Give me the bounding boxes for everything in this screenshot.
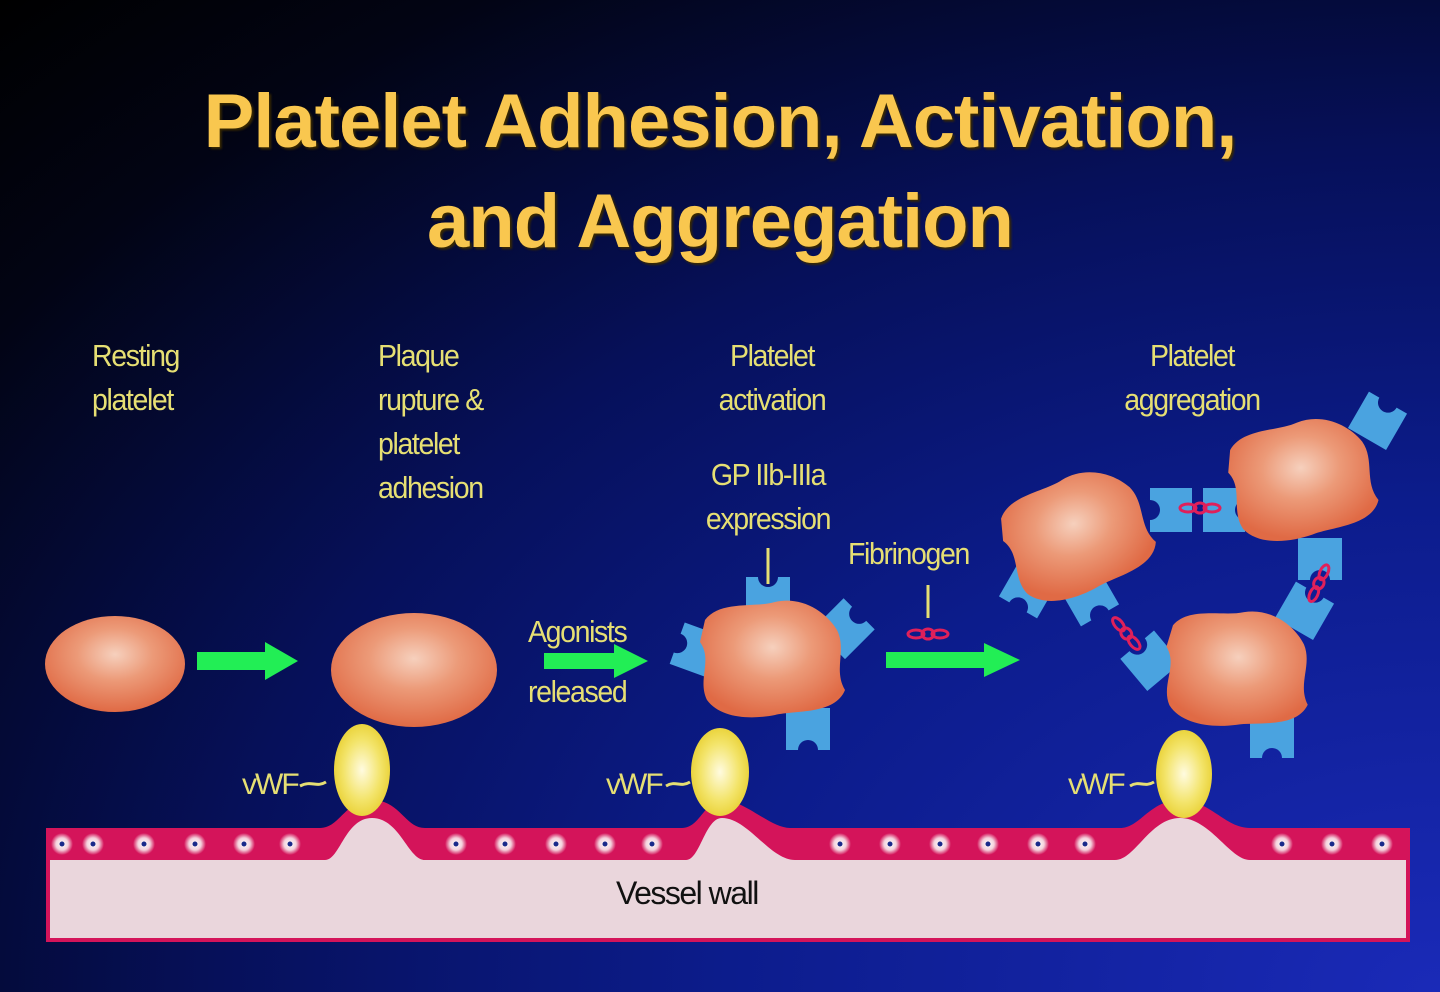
vwf-label-3: vWF xyxy=(1068,768,1126,801)
vwf-molecule xyxy=(334,724,390,816)
released-label: released xyxy=(528,674,628,709)
activated-platelet xyxy=(669,577,875,816)
vessel-wall-label: Vessel wall xyxy=(616,875,759,911)
vwf-label-1: vWF xyxy=(242,768,300,801)
arrow-icon xyxy=(886,643,1020,677)
platelet-aggregate xyxy=(990,391,1408,818)
vwf-label-2: vWF xyxy=(606,768,664,801)
arrow-icon xyxy=(544,644,648,678)
slide-title-line2: and Aggregation xyxy=(427,179,1014,264)
endothelial-cells xyxy=(51,833,1393,855)
vessel-wall xyxy=(46,800,1410,942)
arrow-icon xyxy=(197,642,298,680)
slide-title-line1: Platelet Adhesion, Activation, xyxy=(203,79,1238,164)
resting-platelet xyxy=(45,616,185,712)
adhered-platelet xyxy=(331,613,497,727)
fibrinogen-label: Fibrinogen xyxy=(848,536,970,571)
agonists-label: Agonists xyxy=(528,614,628,649)
